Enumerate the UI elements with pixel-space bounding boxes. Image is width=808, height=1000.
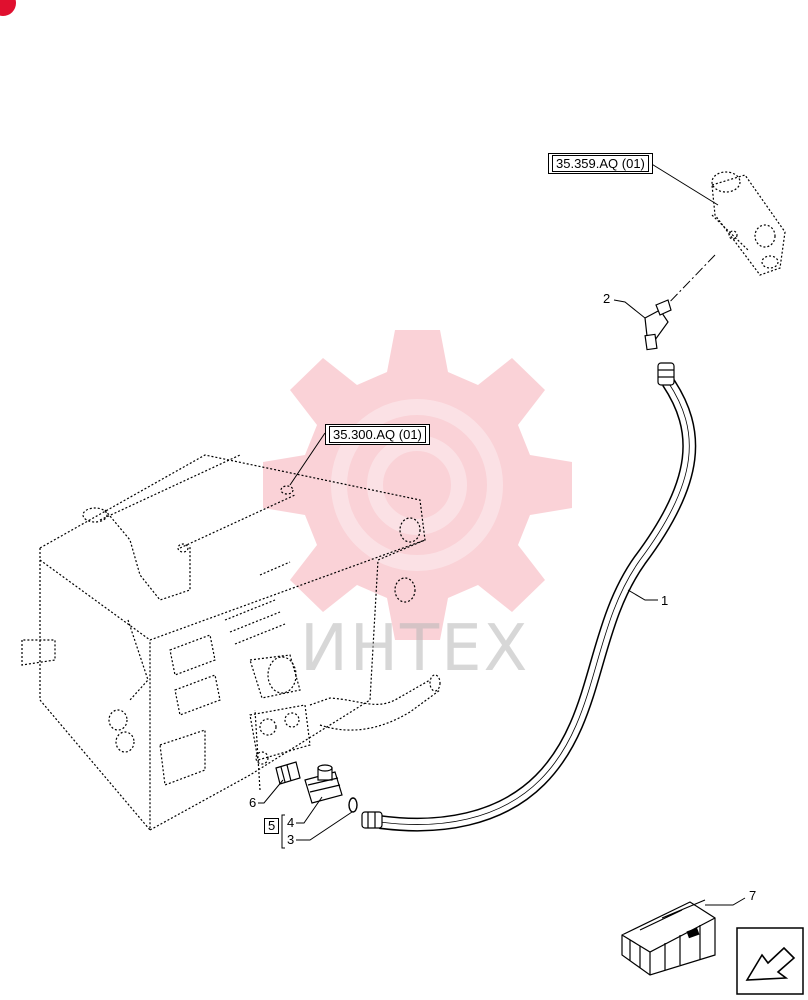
callout-hose: 1 (661, 593, 669, 608)
callout-adapter: 6 (249, 795, 257, 810)
tank-frame-assembly (21, 454, 441, 832)
hose (379, 378, 697, 832)
callout-kit: 5 (264, 818, 280, 834)
tee-fitting (304, 764, 343, 804)
tank-reference-label[interactable]: 35.300.AQ (01) (325, 424, 430, 445)
callout-shipping-crate: 7 (749, 888, 757, 903)
shipping-crate-icon (621, 899, 716, 976)
center-line (661, 254, 716, 311)
watermark-text: ИНТЕХ (300, 612, 530, 686)
valve-reference-label[interactable]: 35.359.AQ (01) (548, 153, 653, 174)
hose-upper-end-fitting (657, 362, 675, 386)
hose-lower-end-fitting (361, 811, 383, 829)
next-page-arrow-icon[interactable] (736, 927, 804, 995)
valve-block (711, 171, 786, 276)
o-ring (348, 797, 358, 813)
callout-tee-fitting: 4 (287, 815, 295, 830)
elbow-fitting (644, 299, 672, 351)
callout-elbow-fitting: 2 (603, 291, 611, 306)
callout-o-ring: 3 (287, 832, 295, 847)
adapter-fitting (275, 761, 301, 785)
valve-reference-text: 35.359.AQ (01) (552, 155, 649, 172)
corner-badge (0, 0, 16, 16)
tank-reference-text: 35.300.AQ (01) (329, 426, 426, 443)
watermark-gear-icon (263, 330, 572, 640)
